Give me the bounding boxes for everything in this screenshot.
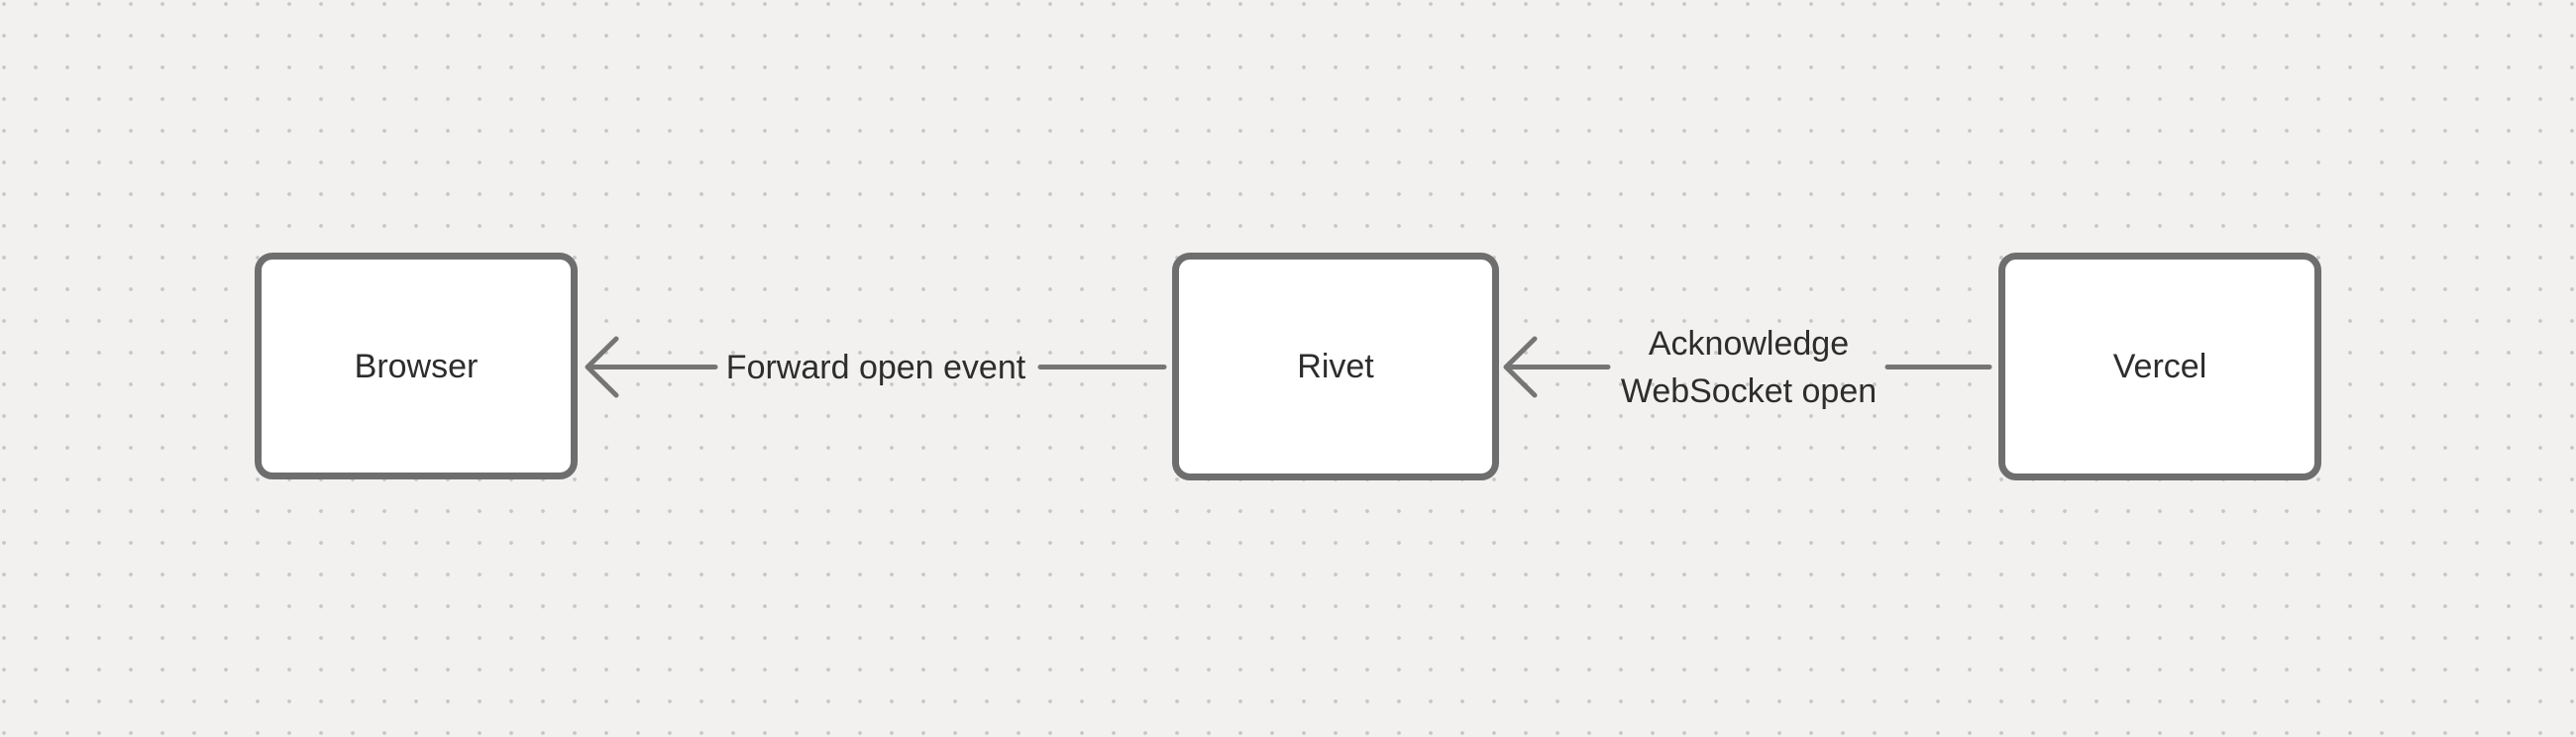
node-vercel-label: Vercel [2112,348,2207,385]
node-browser-label: Browser [354,347,479,385]
arrowhead-left-icon [1503,336,1538,398]
node-vercel: Vercel [1998,253,2321,480]
edge-label-acknowledge-websocket-open: Acknowledge WebSocket open [1621,320,1877,415]
node-rivet-label: Rivet [1297,348,1374,385]
edge-label-line: WebSocket open [1620,372,1878,410]
edge-label-line: Acknowledge [1648,325,1850,363]
edge-label-forward-open-event: Forward open event [725,349,1026,386]
node-browser: Browser [255,253,578,479]
node-rivet: Rivet [1172,253,1499,480]
arrowhead-left-icon [585,336,619,398]
